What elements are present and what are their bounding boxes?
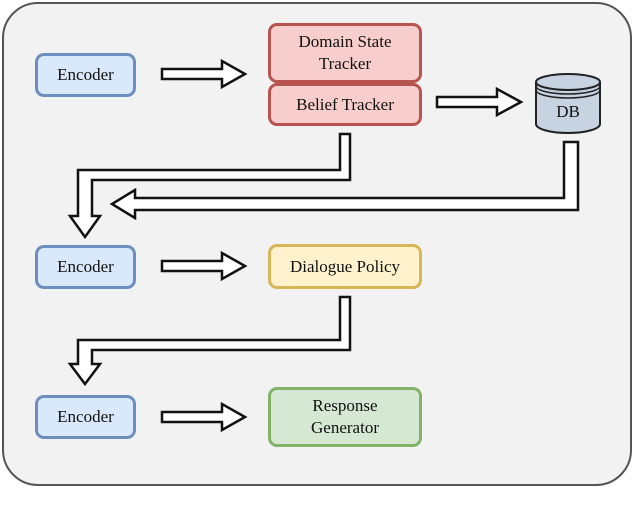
arrow-policy-to-encoder3 xyxy=(67,295,352,387)
db-label: DB xyxy=(556,102,580,121)
arrow-encoder3-to-generator xyxy=(160,401,248,433)
arrow-db-to-encoder2 xyxy=(109,140,580,221)
encoder-box-3: Encoder xyxy=(35,395,136,439)
arrow-belief-to-db xyxy=(435,86,524,118)
encoder-box-1: Encoder xyxy=(35,53,136,97)
encoder-box-2: Encoder xyxy=(35,245,136,289)
arrow-encoder1-to-tracker xyxy=(160,58,248,90)
domain-state-tracker-box: Domain State Tracker xyxy=(268,23,422,83)
arrow-belief-to-encoder2 xyxy=(67,132,352,240)
dialogue-policy-box: Dialogue Policy xyxy=(268,244,422,289)
database-icon xyxy=(535,73,601,134)
response-generator-box: Response Generator xyxy=(268,387,422,447)
belief-tracker-box: Belief Tracker xyxy=(268,83,422,126)
arrow-encoder2-to-policy xyxy=(160,250,248,282)
